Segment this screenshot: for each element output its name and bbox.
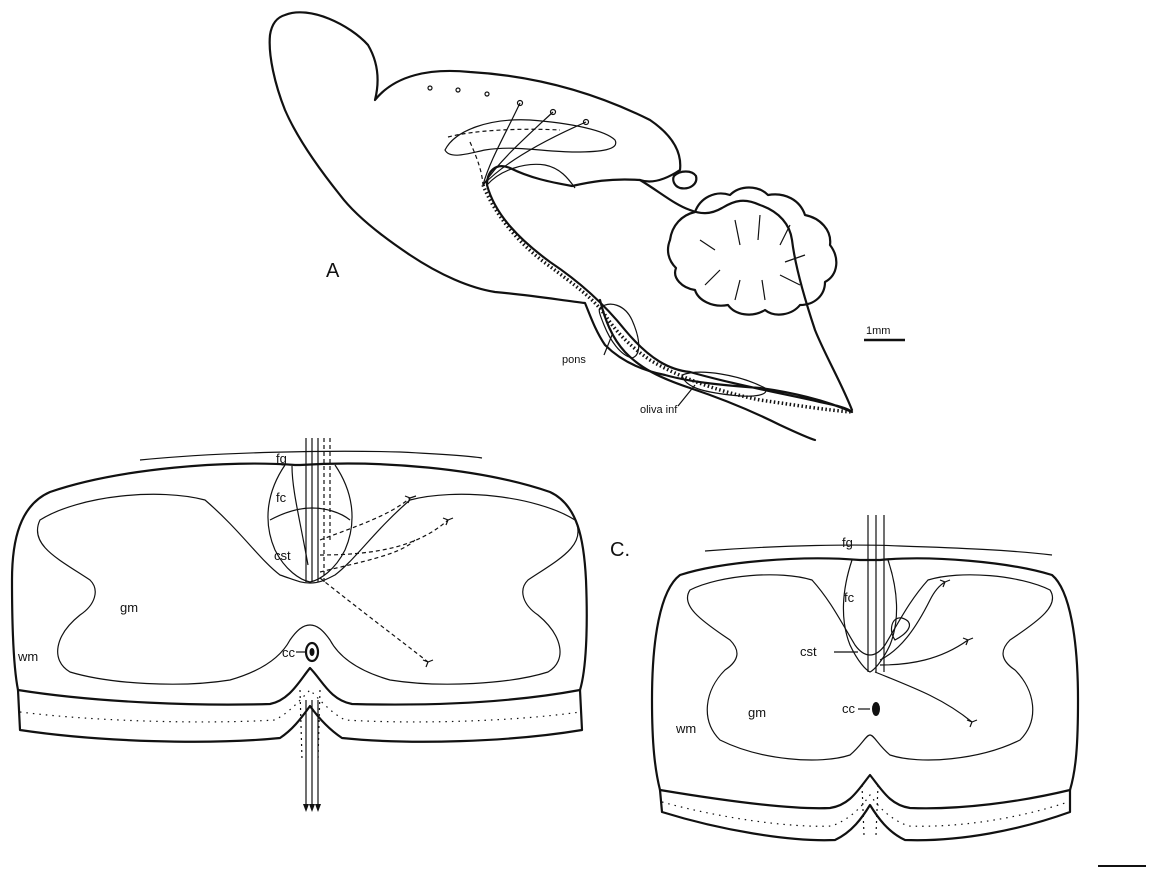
panel-c-spinal-cord: C. fg fc cst gm cc wm — [610, 515, 1078, 840]
cerebellum-outline — [668, 188, 836, 315]
descending-arrows — [303, 700, 321, 812]
c-wm-label: wm — [675, 721, 696, 736]
panel-a-letter: A — [326, 260, 340, 282]
c-grey-matter-outline — [687, 575, 1052, 760]
panel-a-brain-section: 1mm A pons oliva inf — [270, 12, 905, 440]
c-collateral-fibres — [875, 580, 977, 727]
corticospinal-tract-path — [483, 185, 852, 412]
ventral-fissure — [300, 690, 320, 760]
b-fg-label: fg — [276, 451, 287, 466]
dorsal-column-outline — [268, 465, 352, 582]
c-gm-label: gm — [748, 705, 766, 720]
dura-band-inner — [20, 690, 580, 722]
c-fg-label: fg — [842, 535, 853, 550]
c-cc-label: cc — [842, 701, 856, 716]
grey-matter-outline — [37, 494, 578, 684]
injection-sites — [428, 86, 589, 125]
c-central-canal — [872, 702, 880, 716]
dorsal-surface-line — [140, 451, 482, 460]
b-cc-label: cc — [282, 645, 296, 660]
oliva-leader — [678, 385, 695, 406]
b-gm-label: gm — [120, 600, 138, 615]
c-dura-band-outer — [660, 790, 1070, 840]
colliculus-outline — [673, 172, 696, 189]
panel-c-letter: C. — [610, 539, 630, 561]
pons-region — [599, 304, 639, 358]
c-fc-label: fc — [844, 590, 855, 605]
c-cst-label: cst — [800, 644, 817, 659]
cerebellum-folia — [700, 215, 805, 300]
c-dorsal-surface-line — [705, 545, 1052, 555]
scale-bar-label: 1mm — [866, 325, 890, 337]
pons-label: pons — [562, 354, 586, 366]
c-ventral-fissure — [862, 785, 878, 835]
brain-outline — [270, 12, 852, 412]
central-canal-lumen — [310, 648, 315, 656]
b-cst-label: cst — [274, 548, 291, 563]
b-fc-label: fc — [276, 490, 287, 505]
projection-fibres — [448, 103, 586, 185]
c-cord-outline — [652, 558, 1078, 808]
fasciculus-cuneatus-boundary — [270, 508, 350, 520]
b-wm-label: wm — [17, 649, 38, 664]
panel-b-spinal-cord: fg fc cst gm cc wm — [12, 438, 587, 812]
oliva-label: oliva inf — [640, 404, 678, 416]
